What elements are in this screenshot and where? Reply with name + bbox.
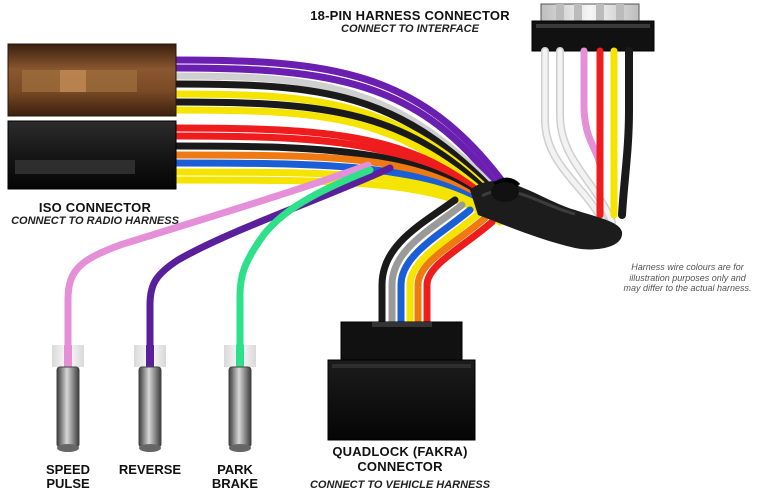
pin-label-park-brake: PARK BRAKE (200, 463, 270, 491)
pin-label-speed-pulse-line-2: PULSE (46, 476, 90, 491)
pin-connector-reverse (134, 345, 166, 452)
pin-label-park-brake-line-1: PARK (217, 462, 253, 477)
note-line-3: may differ to the actual harness. (623, 283, 752, 293)
quadlock-title-line-1: QUADLOCK (FAKRA) (332, 444, 468, 459)
quadlock-title-line-2: CONNECTOR (357, 459, 443, 474)
iso-label: ISO CONNECTOR CONNECT TO RADIO HARNESS (0, 200, 190, 228)
pin-label-speed-pulse-line-1: SPEED (45, 462, 91, 477)
colour-disclaimer-note: Harness wire colours are for illustratio… (600, 262, 775, 294)
quadlock-wires (378, 196, 496, 329)
quadlock-connector (327, 321, 476, 441)
harness-18pin-title: 18-PIN HARNESS CONNECTOR (310, 8, 510, 23)
iso-title: ISO CONNECTOR (38, 200, 152, 215)
pin-connector-speed-pulse (52, 345, 84, 452)
wire-bundle (470, 177, 623, 250)
note-line-1: Harness wire colours are for (631, 262, 744, 272)
harness-18pin-subtitle: CONNECT TO INTERFACE (341, 23, 479, 35)
pin-label-speed-pulse: SPEED PULSE (33, 463, 103, 491)
pin-label-park-brake-line-2: BRAKE (211, 476, 259, 491)
pin-wires (64, 161, 394, 354)
quadlock-label: QUADLOCK (FAKRA) CONNECTOR CONNECT TO VE… (290, 444, 510, 492)
harness-18pin-wires (541, 47, 633, 229)
pin-label-reverse-line-1: REVERSE (118, 462, 182, 477)
iso-connector (7, 43, 177, 190)
iso-wires (171, 56, 509, 226)
quadlock-subtitle: CONNECT TO VEHICLE HARNESS (309, 479, 491, 491)
iso-subtitle: CONNECT TO RADIO HARNESS (11, 215, 179, 227)
harness-18pin-connector (531, 3, 655, 52)
note-line-2: illustration purposes only and (629, 272, 746, 283)
harness-18pin-label: 18-PIN HARNESS CONNECTOR CONNECT TO INTE… (280, 8, 540, 36)
pin-label-reverse: REVERSE (115, 463, 185, 477)
pin-connector-park-brake (224, 345, 256, 452)
